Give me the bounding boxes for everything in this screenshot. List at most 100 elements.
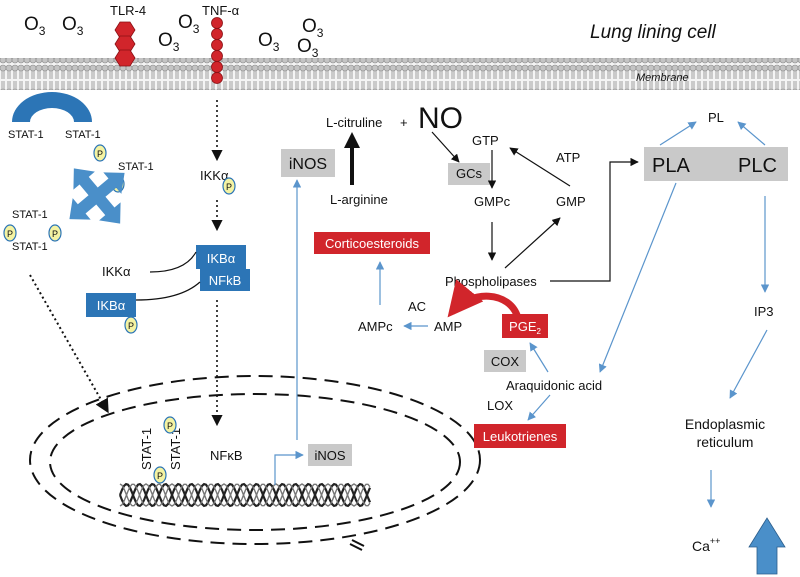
corticoesteroids-box (314, 232, 430, 254)
no-to-gcs-arrow (431, 131, 460, 163)
tnf-receptor (211, 17, 223, 84)
l-arginine-label: L-arginine (330, 192, 388, 207)
svg-text:COX: COX (491, 354, 520, 369)
ozone-6: O3 (302, 16, 324, 40)
membrane-label: Membrane (636, 72, 689, 84)
lox-label: LOX (487, 398, 513, 413)
svg-text:STAT-1: STAT-1 (139, 428, 154, 470)
atp-label: ATP (556, 150, 580, 165)
calcium-increase-arrow (748, 517, 786, 575)
gene-to-inos-arrow (274, 450, 304, 485)
svg-text:iNOS: iNOS (289, 156, 327, 173)
stat1-label-c: STAT-1 (118, 161, 154, 173)
svg-text:STAT-1: STAT-1 (168, 428, 183, 470)
no-label: NO (418, 102, 463, 135)
stat1-label-b: STAT-1 (65, 129, 101, 141)
dna-strand (119, 483, 371, 507)
stat1-label-a: STAT-1 (8, 129, 44, 141)
phospholipases-label: Phospholipases (445, 274, 537, 289)
cell-title: Lung lining cell (590, 22, 716, 43)
pge2-feedback-arrow (447, 279, 522, 320)
phospho-ikba (124, 316, 138, 334)
ikba-box (196, 245, 246, 269)
dna-helix (118, 482, 372, 508)
nfkb-nucleus-label: NFκB (210, 448, 243, 463)
plc-to-pl-arrow (737, 121, 766, 146)
cell-membrane (0, 58, 800, 90)
ikka-label-top: IKKα (200, 168, 229, 183)
er-line1: Endoplasmic (685, 416, 765, 432)
pla-to-ara-arrow (598, 182, 677, 373)
svg-text:P: P (97, 149, 103, 159)
pge2-label: PGE2 (509, 319, 541, 336)
nucleus-stat-group: STAT-1 STAT-1 P P (139, 416, 183, 484)
ozone-2: O3 (62, 14, 84, 38)
calcium-label: Ca++ (692, 536, 720, 554)
plus-sign: + (400, 115, 408, 130)
l-citruline-label: L-citruline (326, 115, 382, 130)
ampc-label: AMPc (358, 319, 393, 334)
amp-label: AMP (434, 319, 462, 334)
er-line2: reticulum (697, 434, 754, 450)
nucleus-outer (29, 375, 481, 545)
ip3-to-er-arrow (729, 329, 768, 399)
tlr4-label: TLR-4 (110, 3, 146, 18)
gmp-to-gtp-arrow (509, 147, 571, 187)
ozone-7: O3 (297, 36, 319, 60)
stat1-label-e: STAT-1 (12, 241, 48, 253)
dna-strand (118, 482, 372, 508)
svg-text:Leukotrienes: Leukotrienes (483, 429, 558, 444)
ozone-group: O3 O3 O3 O3 O3 O3 O3 (24, 12, 324, 60)
nfkb-box (200, 269, 250, 291)
ikba-bind-line (135, 281, 201, 301)
ikka-bind-line (149, 251, 197, 273)
ac-label: AC (408, 299, 426, 314)
svg-text:P: P (7, 229, 13, 239)
gcs-box (448, 163, 490, 185)
svg-text:Corticoesteroids: Corticoesteroids (325, 236, 419, 251)
tnf-label: TNF-α (202, 3, 240, 18)
ozone-3: O3 (178, 12, 200, 36)
pla-plc-box (644, 147, 788, 181)
ozone-4: O3 (158, 30, 180, 54)
ip3-label: IP3 (754, 304, 774, 319)
svg-text:iNOS: iNOS (314, 448, 345, 463)
phospho-ikka-label: P (226, 182, 232, 192)
ozone-5: O3 (258, 30, 280, 54)
gmpc-label: GMPc (474, 194, 511, 209)
inos-box (281, 149, 335, 177)
dna-strand (118, 482, 372, 508)
dna-strand (119, 483, 371, 507)
gtp-label: GTP (472, 133, 499, 148)
pla-to-pl-arrow (659, 121, 697, 146)
svg-text:NFkB: NFkB (209, 273, 242, 288)
nucleus-tick-a (351, 539, 365, 547)
plc-label: PLC (738, 155, 777, 177)
nucleus-inner (49, 393, 461, 531)
ikka-label-mid: IKKα (102, 264, 131, 279)
nucleus-tick-b (349, 543, 363, 551)
tlr4-receptor (114, 21, 136, 67)
inos-nucleus-box (308, 444, 352, 466)
cox-box (484, 350, 526, 372)
ara-to-pge2-arrow (529, 342, 549, 373)
phospholipases-to-pla-arrow (550, 157, 639, 282)
leukotrienes-box (474, 424, 566, 448)
pl-label: PL (708, 110, 724, 125)
pge2-box (502, 314, 548, 338)
svg-text:IKBα: IKBα (207, 251, 236, 266)
stat-receptor-arc (12, 92, 92, 122)
svg-text:GCs: GCs (456, 166, 483, 181)
svg-text:P: P (167, 421, 173, 431)
four-way-arrow (69, 168, 125, 224)
ara-to-leuko-arrow (527, 394, 551, 421)
pla-label: PLA (652, 155, 690, 177)
gmp-label: GMP (556, 194, 586, 209)
araquidonic-label: Araquidonic acid (506, 378, 602, 393)
phospho-ikka (222, 177, 236, 195)
stat-to-nucleus-arrow (29, 274, 109, 414)
svg-text:P: P (52, 229, 58, 239)
svg-text:P: P (128, 321, 134, 331)
